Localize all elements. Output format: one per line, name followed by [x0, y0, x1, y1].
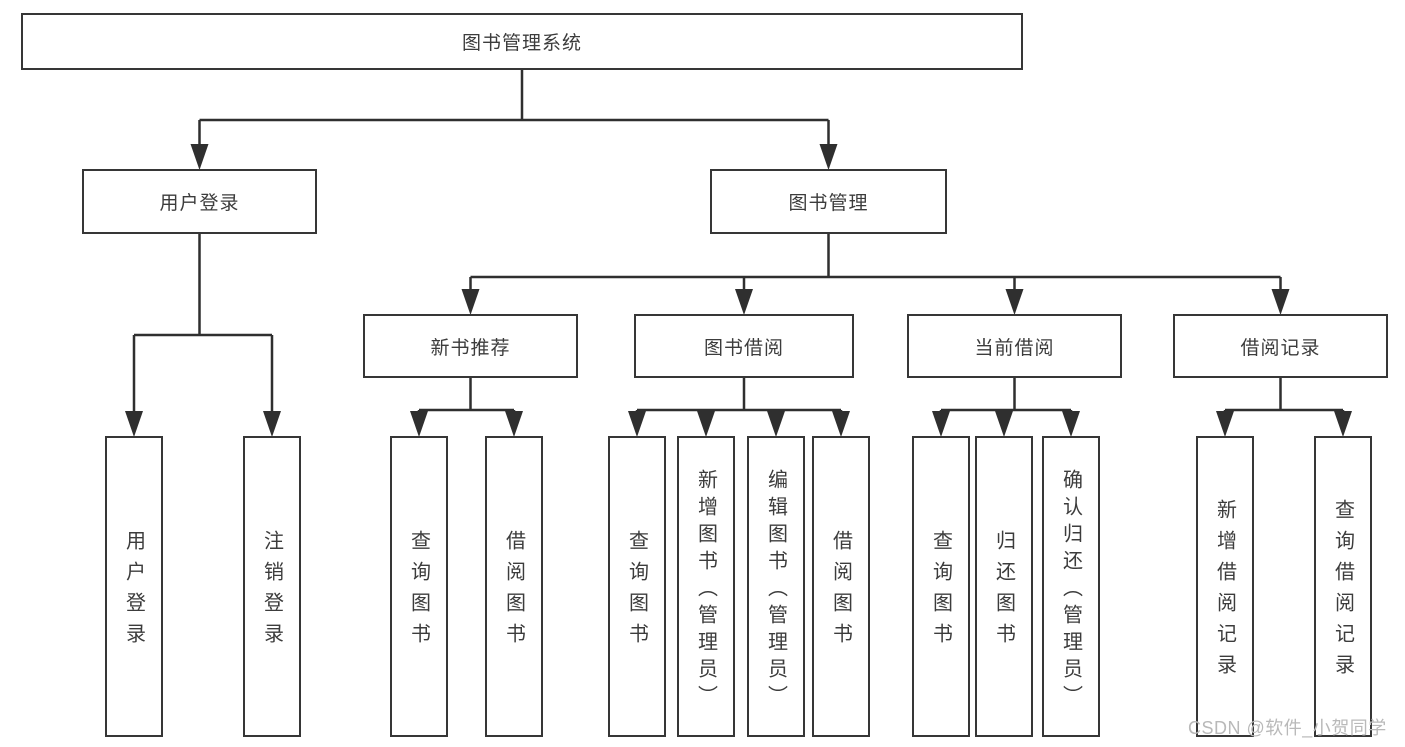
leaf-query-books-recommend: 查询图书	[390, 436, 448, 737]
leaf-borrow-books-recommend: 借阅图书	[485, 436, 543, 737]
node-root: 图书管理系统	[21, 13, 1023, 70]
arrowhead	[263, 411, 281, 437]
arrowhead	[995, 411, 1013, 437]
leaf-label: 查询图书	[625, 530, 648, 654]
connector-current-to-leaves	[939, 378, 1073, 413]
csdn-watermark: CSDN @软件_小贺同学	[1188, 718, 1387, 738]
leaf-label: 查询借阅记录	[1331, 499, 1354, 685]
arrowhead	[697, 411, 715, 437]
arrowhead	[819, 144, 838, 170]
leaf-edit-books-admin: 编辑图书（管理员）	[747, 436, 805, 737]
leaf-confirm-return-admin: 确认归还（管理员）	[1042, 436, 1100, 737]
arrowhead	[932, 411, 950, 437]
arrowheads	[125, 144, 1352, 437]
connector-userlogin-to-leaves	[132, 234, 274, 413]
node-book-management: 图书管理	[710, 169, 947, 234]
leaf-query-books-current: 查询图书	[912, 436, 970, 737]
leaf-label: 借阅图书	[829, 530, 852, 654]
leaf-user-login: 用户登录	[105, 436, 163, 737]
leaf-label: 查询图书	[407, 530, 430, 654]
leaf-label: 用户登录	[122, 530, 145, 654]
leaf-label: 注销登录	[260, 530, 283, 654]
leaf-label: 借阅图书	[502, 530, 525, 654]
node-current-borrow: 当前借阅	[907, 314, 1122, 378]
leaf-logout: 注销登录	[243, 436, 301, 737]
leaf-label: 确认归还（管理员）	[1059, 468, 1082, 712]
elbow-connectors	[132, 70, 1345, 413]
connector-bookmgmt-to-level2	[469, 234, 1282, 291]
arrowhead	[505, 411, 523, 437]
node-user-login: 用户登录	[82, 169, 317, 234]
arrowhead	[1271, 289, 1290, 315]
arrowhead	[1005, 289, 1024, 315]
connector-borrow-to-leaves	[635, 378, 843, 413]
node-new-book-recommend: 新书推荐	[363, 314, 578, 378]
arrowhead	[767, 411, 785, 437]
arrowhead	[1062, 411, 1080, 437]
leaf-label: 编辑图书（管理员）	[764, 468, 787, 712]
connector-recommend-to-leaves	[417, 378, 516, 413]
arrowhead	[735, 289, 753, 315]
arrowhead	[410, 411, 428, 437]
leaf-label: 新增借阅记录	[1213, 499, 1236, 685]
leaf-label: 查询图书	[929, 530, 952, 654]
leaf-label: 归还图书	[992, 530, 1015, 654]
leaf-borrow-books: 借阅图书	[812, 436, 870, 737]
arrowhead	[125, 411, 143, 437]
connector-records-to-leaves	[1223, 378, 1345, 413]
arrowhead	[832, 411, 850, 437]
arrowhead	[1334, 411, 1352, 437]
leaf-query-books-borrow: 查询图书	[608, 436, 666, 737]
arrowhead	[190, 144, 209, 170]
leaf-query-borrow-record: 查询借阅记录	[1314, 436, 1372, 737]
leaf-return-books: 归还图书	[975, 436, 1033, 737]
connector-root-to-level1	[198, 70, 830, 146]
arrowhead	[461, 289, 480, 315]
leaf-add-borrow-record: 新增借阅记录	[1196, 436, 1254, 737]
node-book-borrow: 图书借阅	[634, 314, 854, 378]
leaf-add-books-admin: 新增图书（管理员）	[677, 436, 735, 737]
arrowhead	[1216, 411, 1234, 437]
leaf-label: 新增图书（管理员）	[694, 468, 717, 712]
arrowhead	[628, 411, 646, 437]
node-borrow-records: 借阅记录	[1173, 314, 1388, 378]
